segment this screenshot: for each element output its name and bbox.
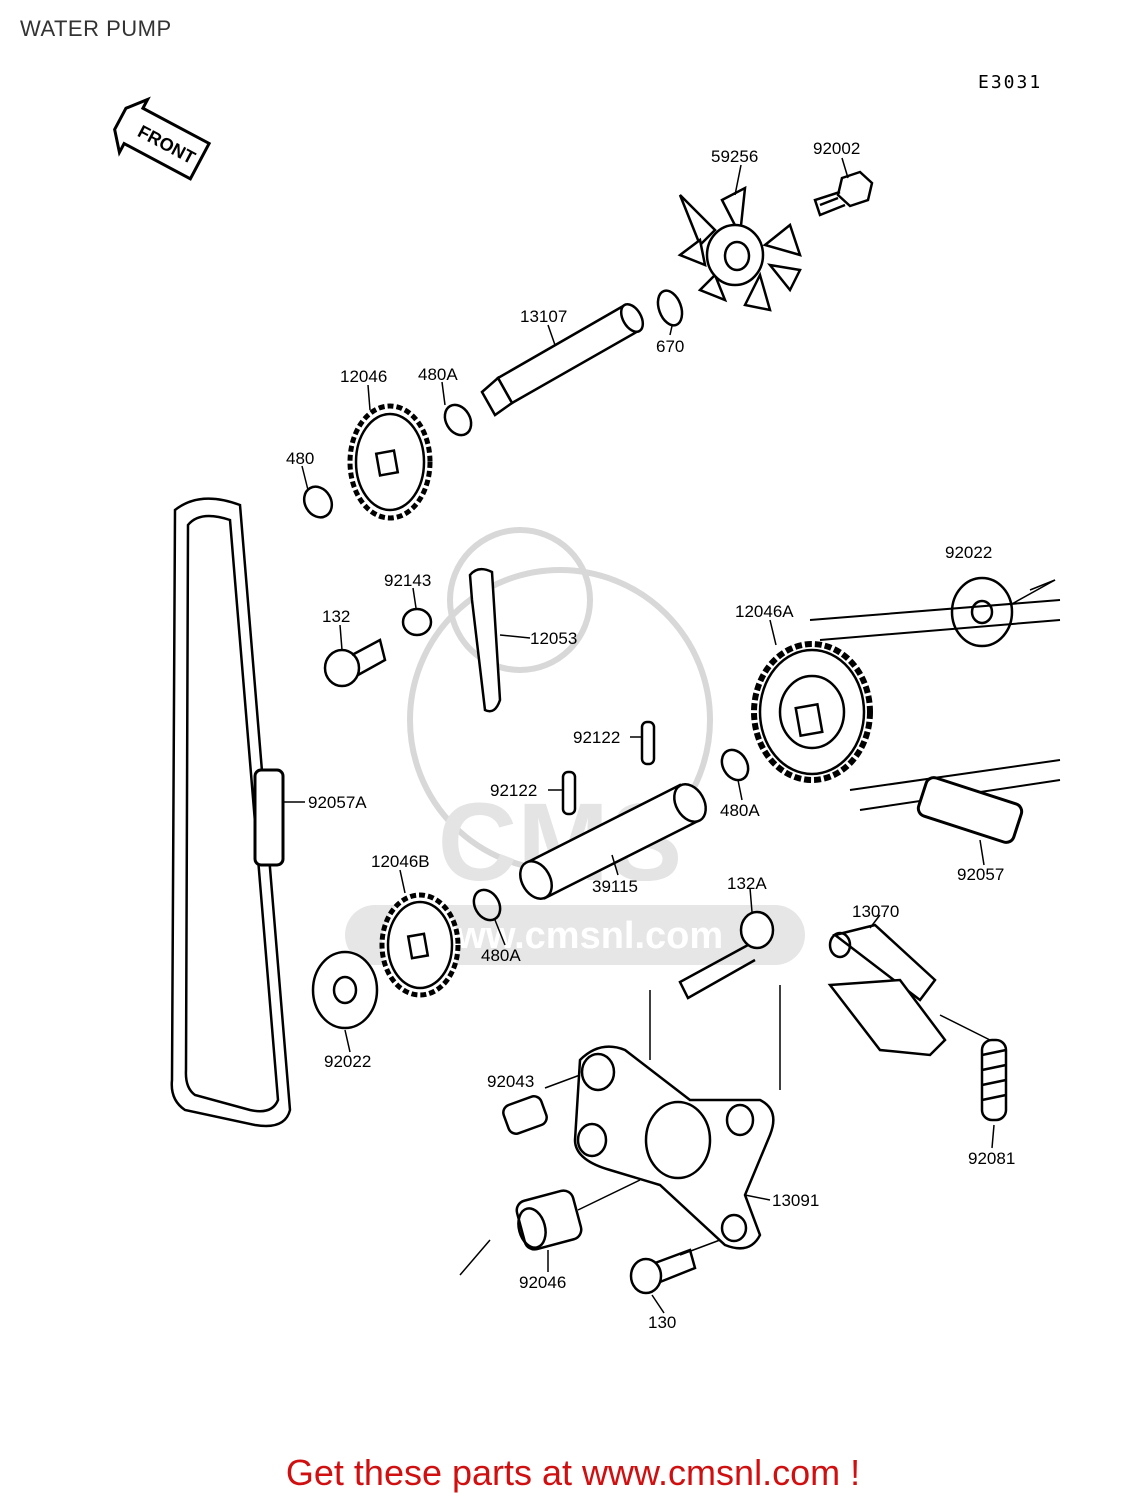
chain-92057 bbox=[916, 776, 1024, 844]
sprocket-12046 bbox=[347, 403, 433, 521]
part-label: 59256 bbox=[711, 147, 758, 166]
part-label: 13070 bbox=[852, 902, 899, 921]
bolt-92002 bbox=[813, 170, 874, 217]
washer-92022-right bbox=[950, 576, 1014, 648]
part-label: 132 bbox=[322, 607, 350, 626]
part-label: 92122 bbox=[490, 781, 537, 800]
bolt-130 bbox=[629, 1248, 697, 1295]
part-label: 12046A bbox=[735, 602, 794, 621]
guide-12053 bbox=[468, 567, 502, 713]
part-label: 12046 bbox=[340, 367, 387, 386]
part-label: 13091 bbox=[772, 1191, 819, 1210]
part-label: 39115 bbox=[592, 877, 638, 896]
part-label: 92002 bbox=[813, 139, 860, 158]
washer-92022-left bbox=[311, 950, 379, 1030]
bearing-92046 bbox=[515, 1189, 583, 1251]
part-label: 92057 bbox=[957, 865, 1004, 884]
leader-lines bbox=[284, 157, 1056, 1314]
o-ring-670 bbox=[656, 289, 684, 327]
shaft-13107 bbox=[480, 303, 645, 417]
part-label: 92043 bbox=[487, 1072, 534, 1091]
bolt-132 bbox=[323, 638, 387, 688]
arm-13091 bbox=[573, 1045, 775, 1250]
sprocket-12046a bbox=[751, 599, 1061, 811]
washer-92143 bbox=[401, 607, 433, 637]
collar-92043 bbox=[502, 1095, 548, 1135]
pin-92122-b bbox=[561, 770, 577, 816]
part-label: 13107 bbox=[520, 307, 567, 326]
circlip-480a-low bbox=[472, 888, 502, 922]
bolt-132a bbox=[678, 910, 775, 1000]
part-label: 130 bbox=[648, 1313, 676, 1332]
spring-92081 bbox=[980, 1038, 1008, 1122]
part-label: 480A bbox=[720, 801, 760, 820]
front-arrow-icon: FRONT bbox=[113, 96, 212, 181]
chain-92057a bbox=[170, 497, 292, 1128]
part-label: 92022 bbox=[324, 1052, 371, 1071]
pin-92122-a bbox=[640, 720, 656, 766]
sprocket-12046b bbox=[379, 892, 461, 998]
part-label: 12053 bbox=[530, 629, 577, 648]
part-label: 480A bbox=[418, 365, 458, 384]
part-label: 92122 bbox=[573, 728, 620, 747]
shaft-39115 bbox=[519, 783, 707, 900]
part-label: 92046 bbox=[519, 1273, 566, 1292]
page-title: WATER PUMP bbox=[20, 16, 172, 41]
part-label: 92081 bbox=[968, 1149, 1015, 1168]
footer-cta-link[interactable]: Get these parts at www.cmsnl.com ! bbox=[285, 1452, 861, 1493]
part-label: 480 bbox=[286, 449, 314, 468]
impeller bbox=[677, 185, 802, 312]
part-labels: 59256 92002 13107 670 12046 480A 480 920… bbox=[286, 139, 1015, 1332]
circlip-480a-top bbox=[443, 403, 473, 437]
part-label: 480A bbox=[481, 946, 521, 965]
part-label: 92022 bbox=[945, 543, 992, 562]
watermark-text: www.cmsnl.com bbox=[426, 915, 723, 957]
tensioner-13070 bbox=[827, 923, 947, 1057]
part-label: 92057A bbox=[308, 793, 367, 812]
part-label: 670 bbox=[656, 337, 684, 356]
part-label: 12046B bbox=[371, 852, 430, 871]
part-label: 92143 bbox=[384, 571, 431, 590]
circlip-480 bbox=[302, 485, 334, 519]
diagram-code: E3031 bbox=[978, 72, 1043, 93]
part-label: 132A bbox=[727, 874, 767, 893]
circlip-480a-mid bbox=[720, 748, 750, 782]
